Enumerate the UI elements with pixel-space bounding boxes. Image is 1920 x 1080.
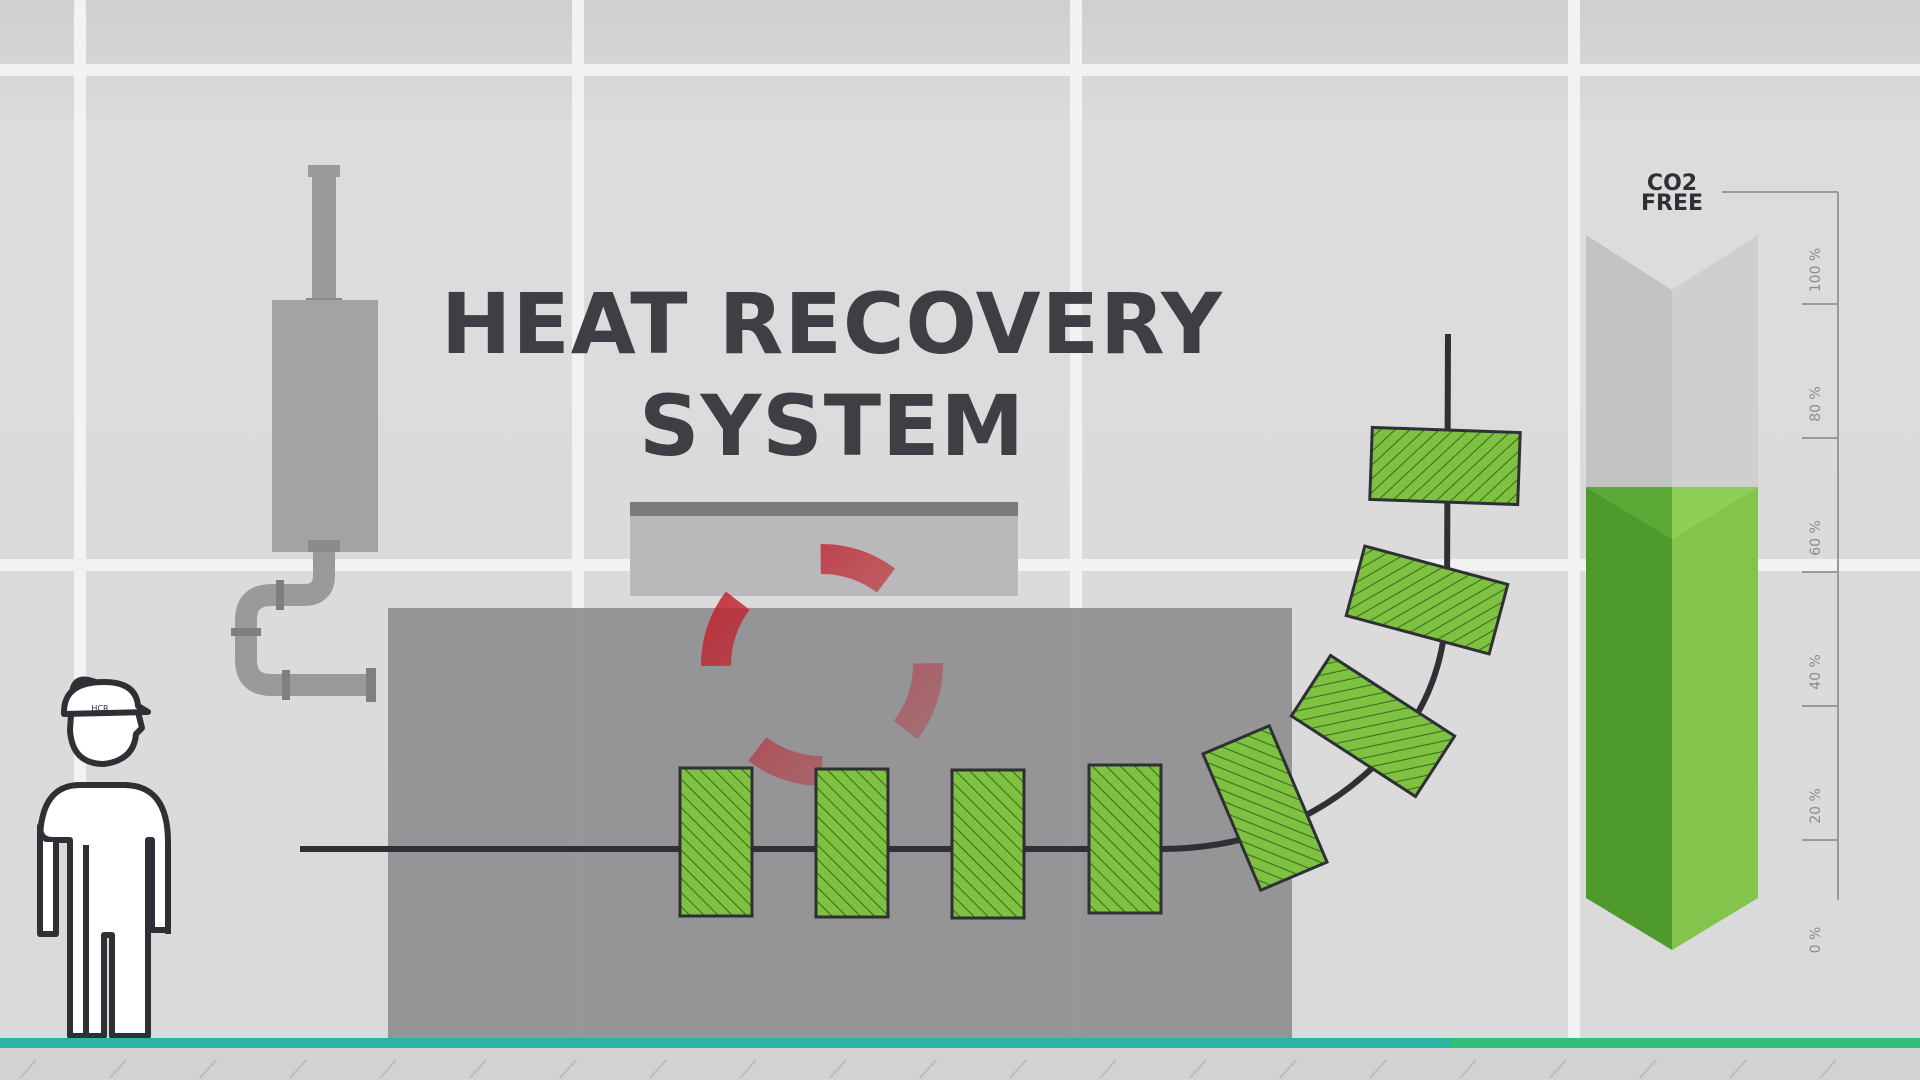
panel-5 (1200, 723, 1330, 893)
floor-strip-green (1450, 1038, 1920, 1048)
panel-6 (1289, 653, 1457, 799)
gauge-label-line-2: FREE (1641, 191, 1703, 216)
panel-8 (1368, 425, 1522, 507)
gauge-tick-label: 0 % (1808, 927, 1824, 954)
gauge-tick-label: 40 % (1808, 654, 1824, 690)
floor-base (0, 1048, 1920, 1080)
worker-figure (37, 676, 171, 1039)
gauge-fill-top-left (1586, 486, 1672, 539)
panel-4 (1087, 763, 1163, 915)
helmet-icon (61, 679, 151, 717)
panel-2 (814, 767, 890, 919)
panel-7 (1344, 544, 1510, 656)
gauge-tick-label: 20 % (1808, 788, 1824, 824)
gauge-fill-top-right (1672, 486, 1758, 539)
panel-3 (950, 768, 1026, 920)
pipe-joints (231, 580, 376, 702)
panels (678, 425, 1522, 920)
gauge-tick-label: 60 % (1808, 520, 1824, 556)
gauge-label-line-1: CO2 (1647, 171, 1697, 196)
gauge-fill-right (1672, 486, 1758, 950)
gauge-fill-left (1586, 486, 1672, 950)
helmet-text: HCR (91, 704, 109, 713)
floor-strip-teal (0, 1038, 1450, 1048)
exhaust-pipe (235, 552, 372, 696)
gauge-tick-label: 100 % (1808, 248, 1824, 292)
panel-1 (678, 766, 754, 918)
exhaust-stack (272, 165, 378, 552)
gauge-ticks: 0 % 20 % 40 % 60 % 80 % 100 % (1802, 248, 1838, 954)
gauge-tick-label: 80 % (1808, 386, 1824, 422)
title-line-2: SYSTEM (639, 377, 1025, 475)
title-line-1: HEAT RECOVERY (441, 275, 1223, 373)
machine-top-duct-lip (630, 502, 1018, 516)
worker-body (37, 782, 171, 1039)
co2-gauge: CO2 FREE 0 % 20 % 40 % 60 % 80 % 100 % (1586, 171, 1839, 954)
floor-hatch (19, 1059, 1837, 1079)
